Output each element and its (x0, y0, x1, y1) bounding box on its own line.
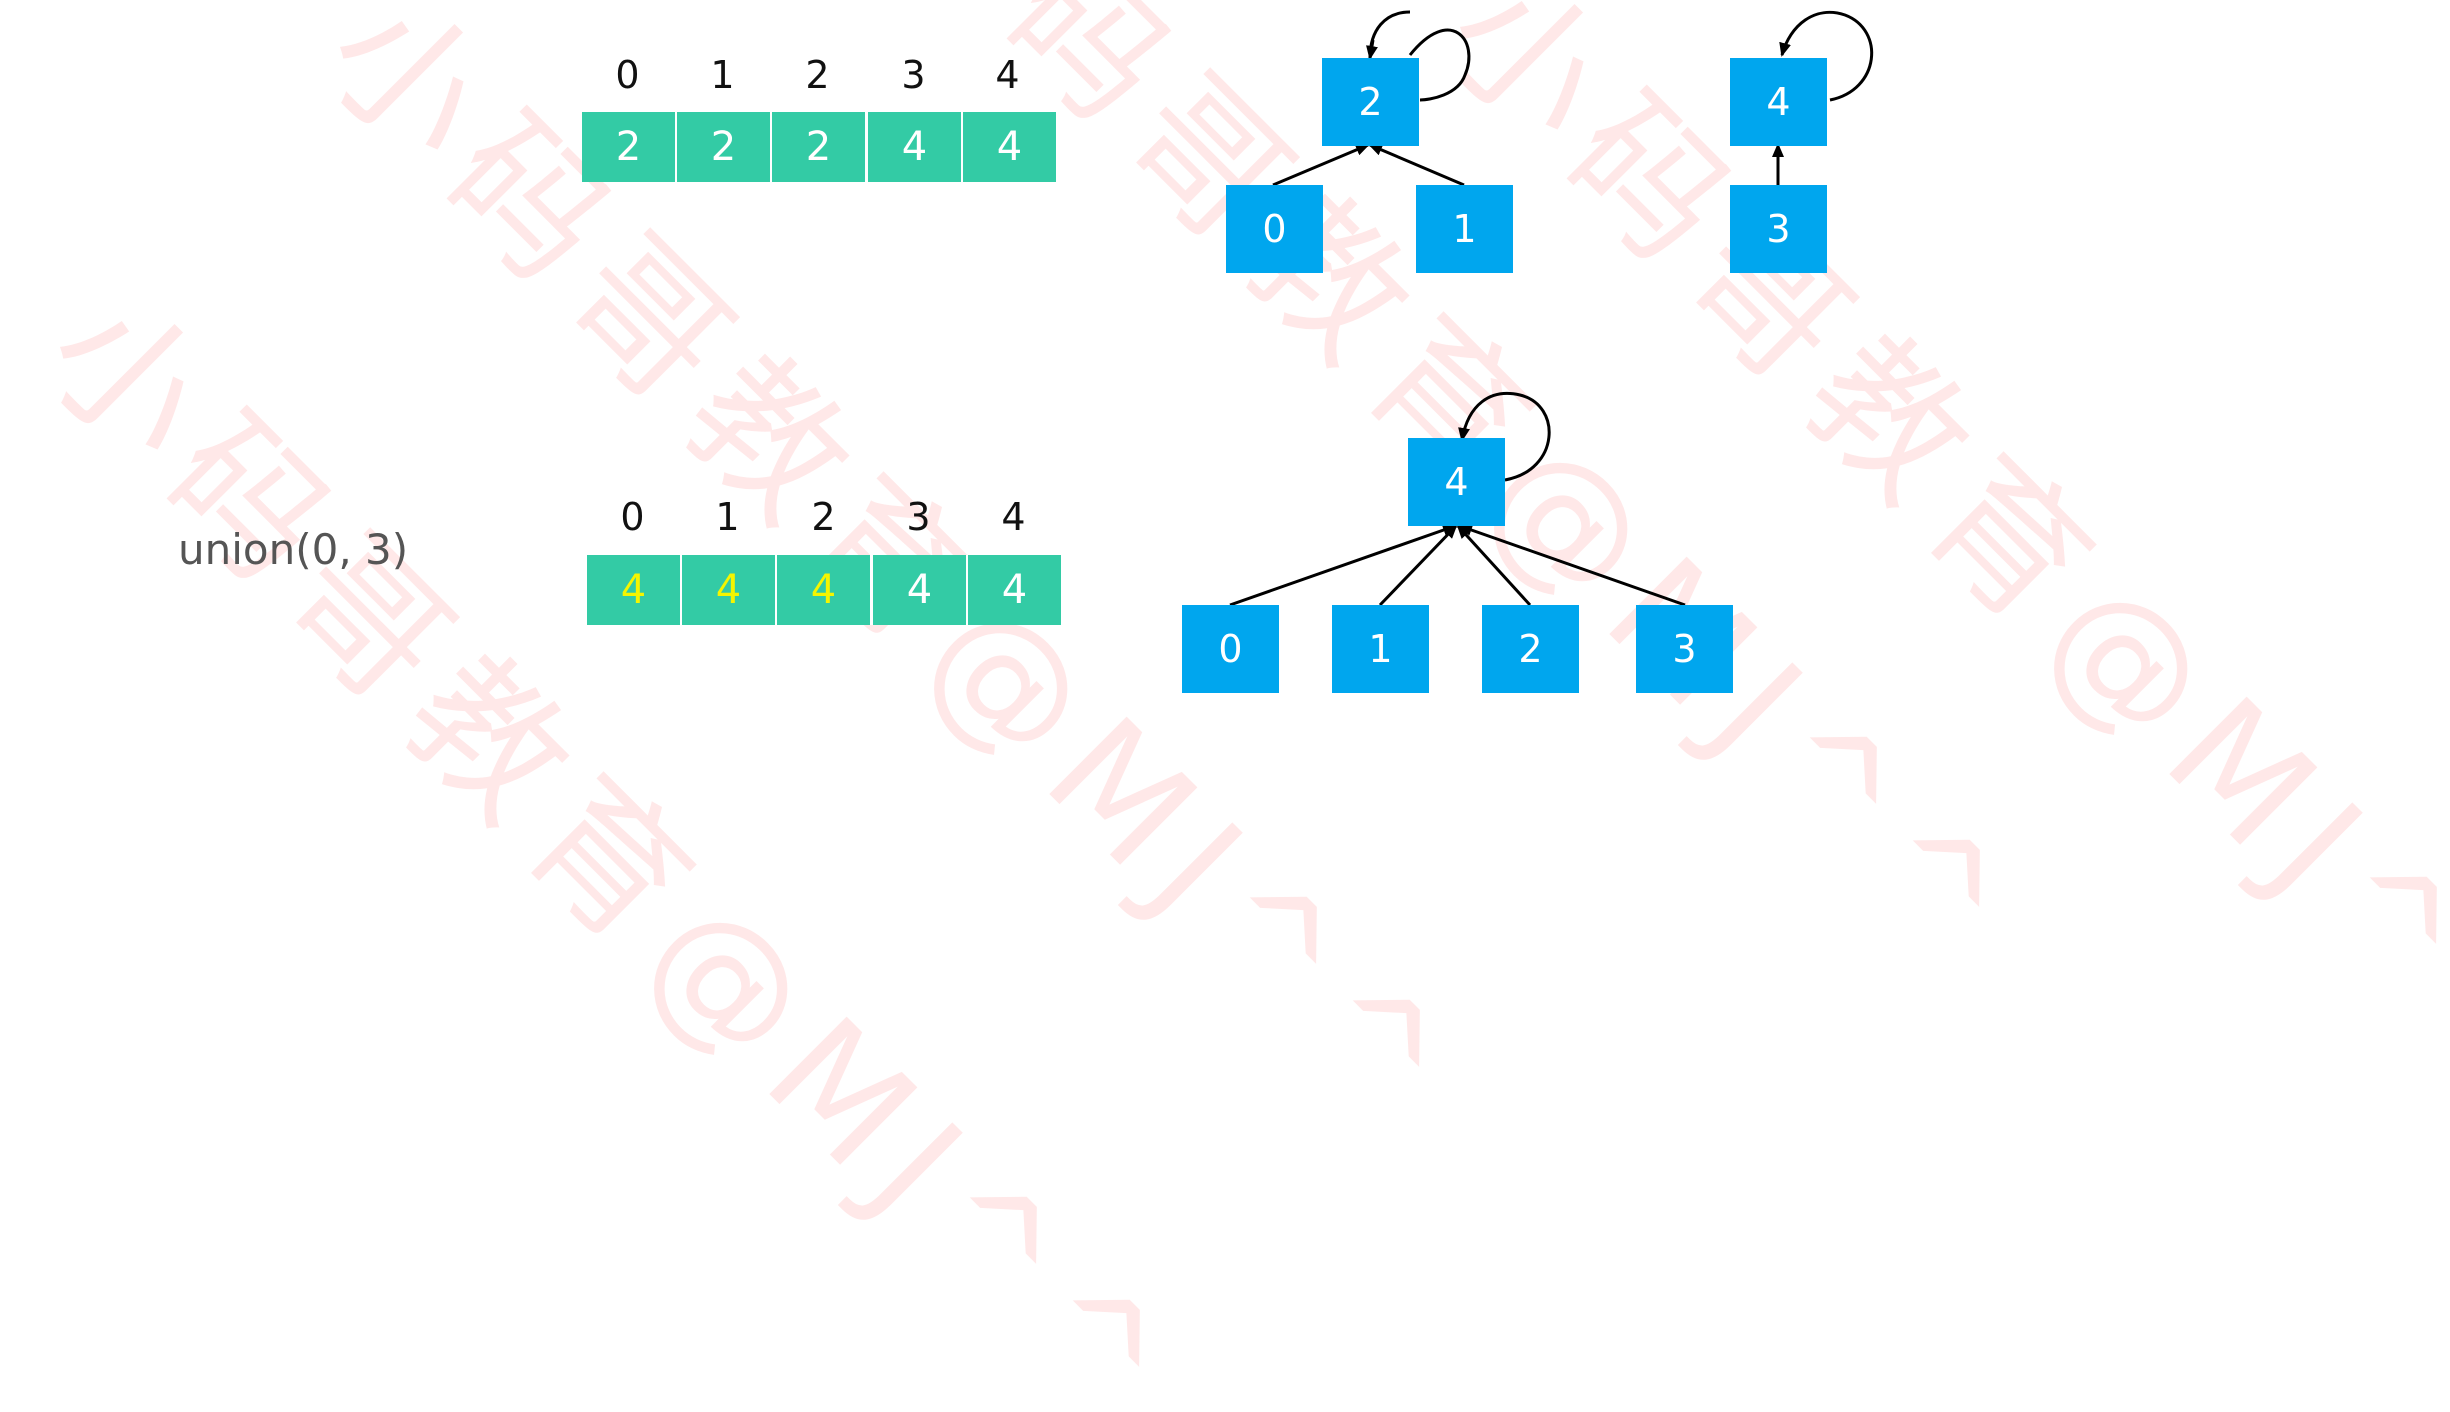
array-cell-changed: 4 (682, 555, 778, 625)
tree-node-root: 4 (1730, 58, 1827, 146)
array-cell: 4 (873, 555, 969, 625)
tree-node: 0 (1182, 605, 1279, 693)
array-cell: 2 (677, 112, 773, 182)
tree-node: 3 (1730, 185, 1827, 273)
edge (1378, 524, 1458, 607)
edge (1458, 524, 1686, 607)
array-cell: 2 (582, 112, 678, 182)
edge (1366, 39, 1378, 60)
index-label: 2 (805, 53, 830, 97)
self-loop-edge (1458, 392, 1551, 482)
index-label: 3 (906, 495, 931, 539)
index-label: 1 (715, 495, 740, 539)
array-cell: 4 (868, 112, 964, 182)
self-loop-edge (1368, 10, 1411, 59)
array-cell-changed: 4 (587, 555, 683, 625)
index-label: 0 (620, 495, 645, 539)
tree-node: 1 (1416, 185, 1513, 273)
index-label: 4 (995, 53, 1020, 97)
edge (1229, 524, 1457, 607)
tree-node-root: 4 (1408, 438, 1505, 526)
tree-node: 1 (1332, 605, 1429, 693)
array-cell: 2 (772, 112, 868, 182)
index-label: 0 (615, 53, 640, 97)
array-cell: 4 (968, 555, 1064, 625)
index-label: 1 (710, 53, 735, 97)
edges-layer (1229, 10, 1874, 607)
tree-node: 0 (1226, 185, 1323, 273)
operation-label: union(0, 3) (178, 525, 409, 574)
edge (1368, 143, 1465, 187)
array-cell: 4 (963, 112, 1059, 182)
array-cell-changed: 4 (777, 555, 873, 625)
tree-node: 3 (1636, 605, 1733, 693)
edge (1272, 143, 1370, 187)
index-label: 3 (901, 53, 926, 97)
edge (1456, 524, 1532, 607)
index-label: 4 (1001, 495, 1026, 539)
self-loop-edge (1779, 10, 1874, 102)
self-loop-edge (1408, 28, 1471, 102)
index-label: 2 (811, 495, 836, 539)
tree-node: 2 (1482, 605, 1579, 693)
tree-node-root: 2 (1322, 58, 1419, 146)
